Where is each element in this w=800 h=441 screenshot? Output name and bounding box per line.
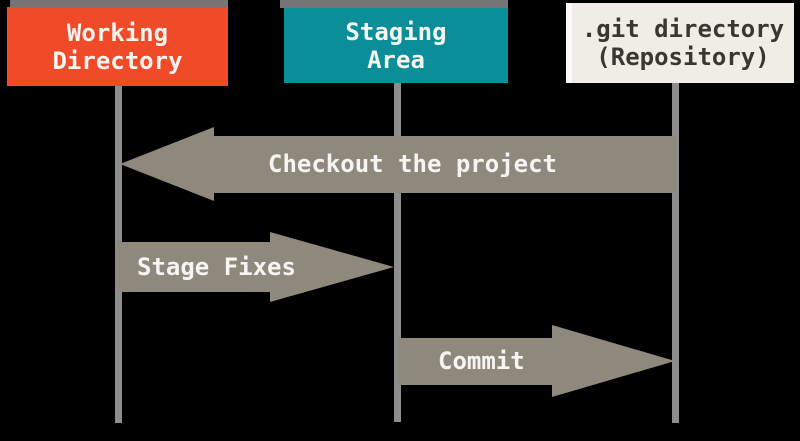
lifeline-staging-area <box>394 83 401 422</box>
git-directory-box: .git directory (Repository) <box>566 3 794 83</box>
box-top-edge-staging <box>280 0 508 8</box>
arrow-commit <box>398 325 675 397</box>
box-label-line: Working <box>66 18 169 47</box>
arrow-label-checkout: Checkout the project <box>268 150 557 178</box>
box-top-edge-working <box>10 0 228 7</box>
working-directory-box: Working Directory <box>7 7 228 86</box>
box-label-line: Staging <box>345 17 447 46</box>
arrow-stage-fixes <box>118 232 394 302</box>
box-label-line: .git directory <box>581 15 785 43</box>
arrow-label-stage-fixes: Stage Fixes <box>137 253 296 281</box>
lifeline-git-directory <box>672 83 679 423</box>
staging-area-box: Staging Area <box>284 8 508 83</box>
arrow-checkout <box>120 127 676 201</box>
box-label-line: Area <box>367 45 425 74</box>
box-label-line: Directory <box>52 46 183 75</box>
box-label-line: (Repository) <box>596 43 770 71</box>
arrow-label-commit: Commit <box>438 347 525 375</box>
